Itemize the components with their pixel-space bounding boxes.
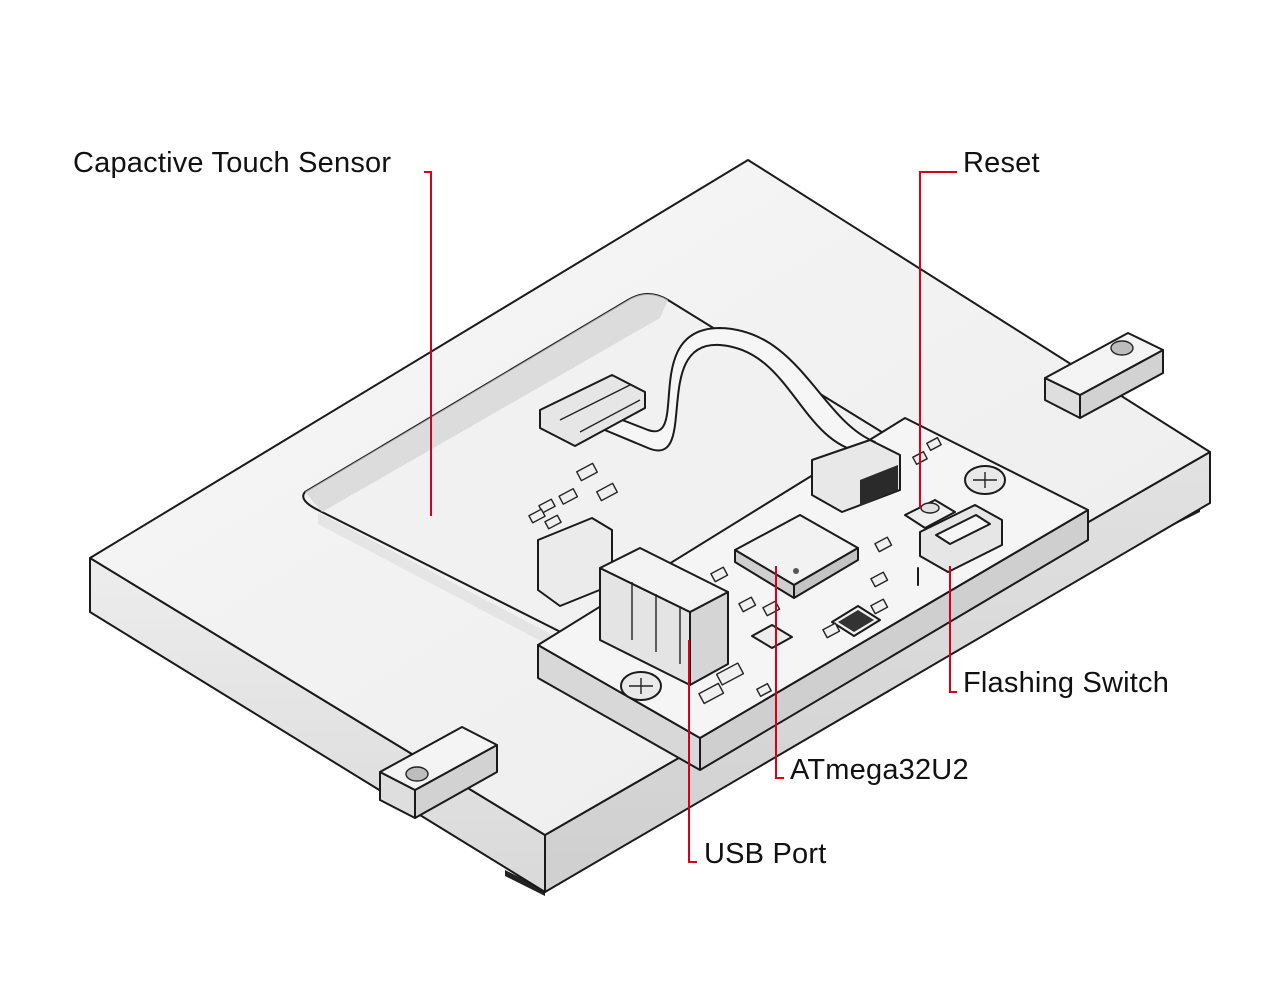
label-flashing-switch: Flashing Switch — [963, 669, 1169, 698]
screw-bottom — [621, 672, 661, 700]
label-reset: Reset — [963, 149, 1040, 178]
mounting-tab-right — [1045, 333, 1163, 418]
label-touch-sensor: Capactive Touch Sensor — [73, 149, 391, 178]
screw-top — [965, 466, 1005, 494]
label-usb-port: USB Port — [704, 840, 826, 869]
label-mcu: ATmega32U2 — [790, 756, 969, 785]
